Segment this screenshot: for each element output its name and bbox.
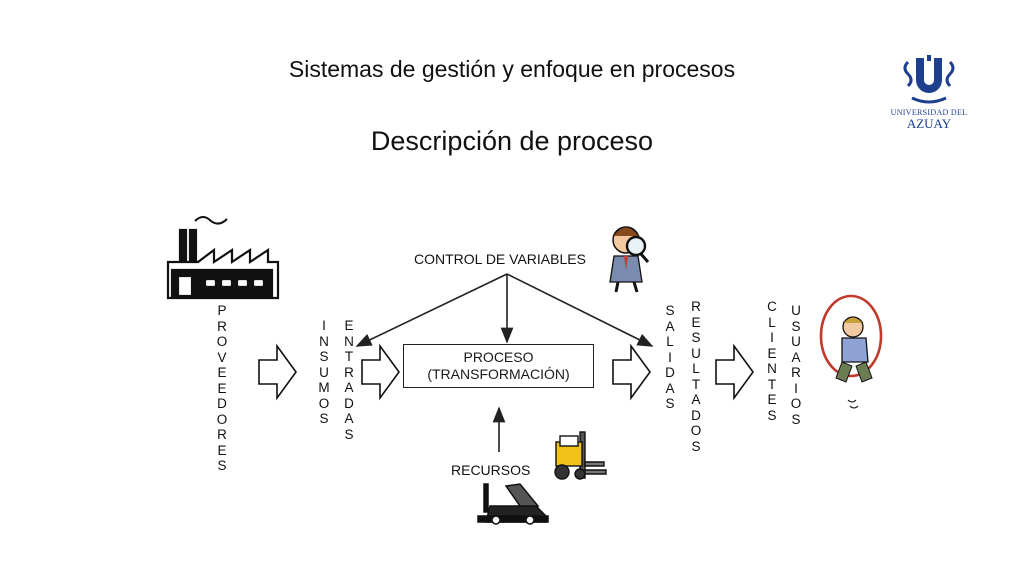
control-arrow-right <box>506 273 654 347</box>
block-arrow-4 <box>715 343 754 401</box>
university-logo: UNIVERSIDAD DEL AZUAY <box>886 52 972 134</box>
forklift-icon <box>554 431 607 480</box>
factory-icon <box>166 216 280 300</box>
logo-text-line2: AZUAY <box>906 116 952 131</box>
university-emblem-icon <box>903 55 955 104</box>
control-variables-label: CONTROL DE VARIABLES <box>414 251 586 267</box>
control-arrow-left <box>355 273 508 347</box>
vertical-label-insumos: I N S U M O S <box>318 318 330 426</box>
vertical-label-usuarios: U S U A R I O S <box>790 303 802 427</box>
process-box: PROCESO (TRANSFORMACIÓN) <box>403 344 594 388</box>
block-arrow-2 <box>361 343 400 401</box>
machine-icon <box>477 483 549 525</box>
vertical-label-proveedores: P R O V E E D O R E S <box>216 303 228 473</box>
control-arrows <box>355 273 654 452</box>
resources-label: RECURSOS <box>451 462 531 478</box>
jump-rope-person-icon <box>819 294 883 409</box>
main-title: Sistemas de gestión y enfoque en proceso… <box>288 56 736 82</box>
page-title: Descripción de proceso <box>370 126 654 156</box>
process-label-line2: (TRANSFORMACIÓN) <box>427 366 570 382</box>
process-label-line1: PROCESO <box>463 349 534 365</box>
vertical-label-entradas: E N T R A D A S <box>344 318 354 442</box>
block-arrow-1 <box>258 343 297 401</box>
vertical-label-salidas: S A L I D A S <box>665 303 675 411</box>
magnifier-inspector-icon <box>609 226 650 293</box>
vertical-label-clientes: C L I E N T E S <box>767 299 777 423</box>
vertical-label-resultados: R E S U L T A D O S <box>690 299 702 454</box>
logo-text-line1: UNIVERSIDAD DEL <box>890 108 968 117</box>
block-arrow-3 <box>612 343 651 401</box>
